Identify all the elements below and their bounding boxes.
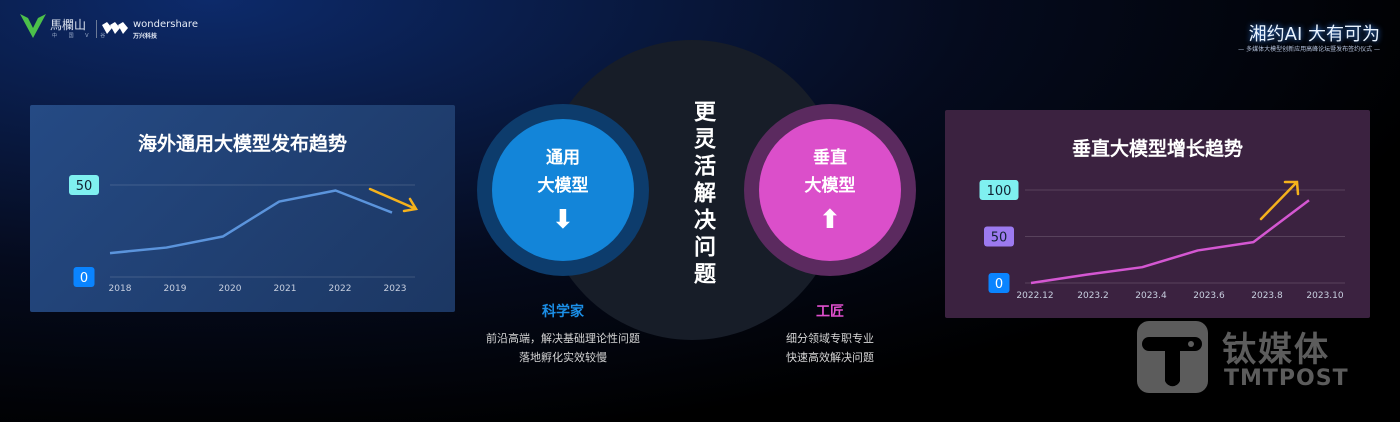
right-chart: 0 50 100 2022.12 2023.2 2023.4 2023.6 2023.8 202… <box>979 180 1345 301</box>
y-tick-label: 100 <box>987 184 1012 199</box>
mawangshan-logo-icon <box>20 14 46 38</box>
x-tick-label: 2023.10 <box>1306 291 1343 301</box>
left-chart-title: 海外通用大模型发布趋势 <box>137 133 347 155</box>
tmtpost-logo-icon <box>1137 321 1208 393</box>
brand-mawangshan: 馬欄山 <box>50 18 87 32</box>
y-tick-badge <box>984 226 1014 247</box>
general-model-circle: 通用 大模型 ⬇ <box>477 104 649 276</box>
vertical-model-line2: 大模型 <box>804 176 856 196</box>
role-scientist: 科学家 <box>542 304 584 320</box>
right-chart-panel: 垂直大模型增长趋势 0 50 100 2022.12 2023.2 2023.4 2023.… <box>945 110 1370 318</box>
left-chart-panel: 海外通用大模型发布趋势 0 50 2018 2019 2020 2021 2022 2023 <box>30 105 455 312</box>
y-tick-badge <box>979 180 1019 200</box>
brand-wondershare-sub: 万兴科技 <box>133 33 158 40</box>
x-tick-label: 2020 <box>219 284 242 294</box>
brand-wondershare: wondershare <box>133 19 198 30</box>
trend-up-arrow-icon <box>1259 180 1300 221</box>
x-tick-label: 2018 <box>109 284 132 294</box>
logo-divider <box>96 20 97 38</box>
y-tick-label: 50 <box>76 179 93 194</box>
series-line <box>109 189 393 255</box>
role-craftsman: 工匠 <box>816 304 844 320</box>
x-tick-label: 2023.8 <box>1251 291 1283 301</box>
general-model-line2: 大模型 <box>537 176 589 196</box>
vertical-model-circle: 垂直 大模型 ⬆ <box>744 104 916 276</box>
scientist-desc-1: 前沿高端，解决基础理论性问题 <box>486 332 640 345</box>
y-tick-label: 0 <box>80 271 88 286</box>
x-tick-label: 2023 <box>384 284 407 294</box>
watermark-cn: 钛媒体 <box>1222 330 1330 370</box>
right-chart-title: 垂直大模型增长趋势 <box>1071 138 1243 160</box>
x-tick-label: 2021 <box>274 284 297 294</box>
x-tick-label: 2022 <box>329 284 352 294</box>
y-tick-badge <box>73 267 95 287</box>
wondershare-logo-icon <box>102 22 128 34</box>
x-tick-label: 2023.4 <box>1135 291 1167 301</box>
center-vertical-text: 更灵活解决问题 <box>690 100 715 289</box>
left-chart: 0 50 2018 2019 2020 2021 2022 2023 <box>69 175 419 294</box>
x-tick-label: 2023.6 <box>1193 291 1225 301</box>
craftsman-desc-1: 细分领域专职专业 <box>786 332 874 345</box>
event-subtitle: — 多媒体大模型创新应用高峰论坛暨发布签约仪式 — <box>1238 46 1380 53</box>
craftsman-desc-2: 快速高效解决问题 <box>786 351 874 364</box>
trend-down-arrow-icon <box>368 187 419 213</box>
general-model-line1: 通用 <box>546 148 580 168</box>
scientist-desc-2: 落地孵化实效较慢 <box>519 351 607 364</box>
y-tick-badge <box>988 273 1010 293</box>
arrow-up-icon: ⬆ <box>819 205 841 235</box>
x-tick-label: 2019 <box>164 284 187 294</box>
x-tick-label: 2023.2 <box>1077 291 1109 301</box>
vertical-model-line1: 垂直 <box>813 148 847 168</box>
y-tick-badge <box>69 175 99 195</box>
event-title: 湘约AI 大有可为 <box>1248 24 1380 45</box>
x-tick-label: 2022.12 <box>1016 291 1053 301</box>
y-tick-label: 0 <box>995 277 1003 292</box>
y-tick-label: 50 <box>991 231 1008 246</box>
arrow-down-icon: ⬇ <box>552 205 574 235</box>
brand-mawangshan-sub: 中 国 V 谷 <box>52 33 111 39</box>
series-line <box>1030 199 1310 285</box>
watermark-en: TMTPOST <box>1224 366 1349 391</box>
